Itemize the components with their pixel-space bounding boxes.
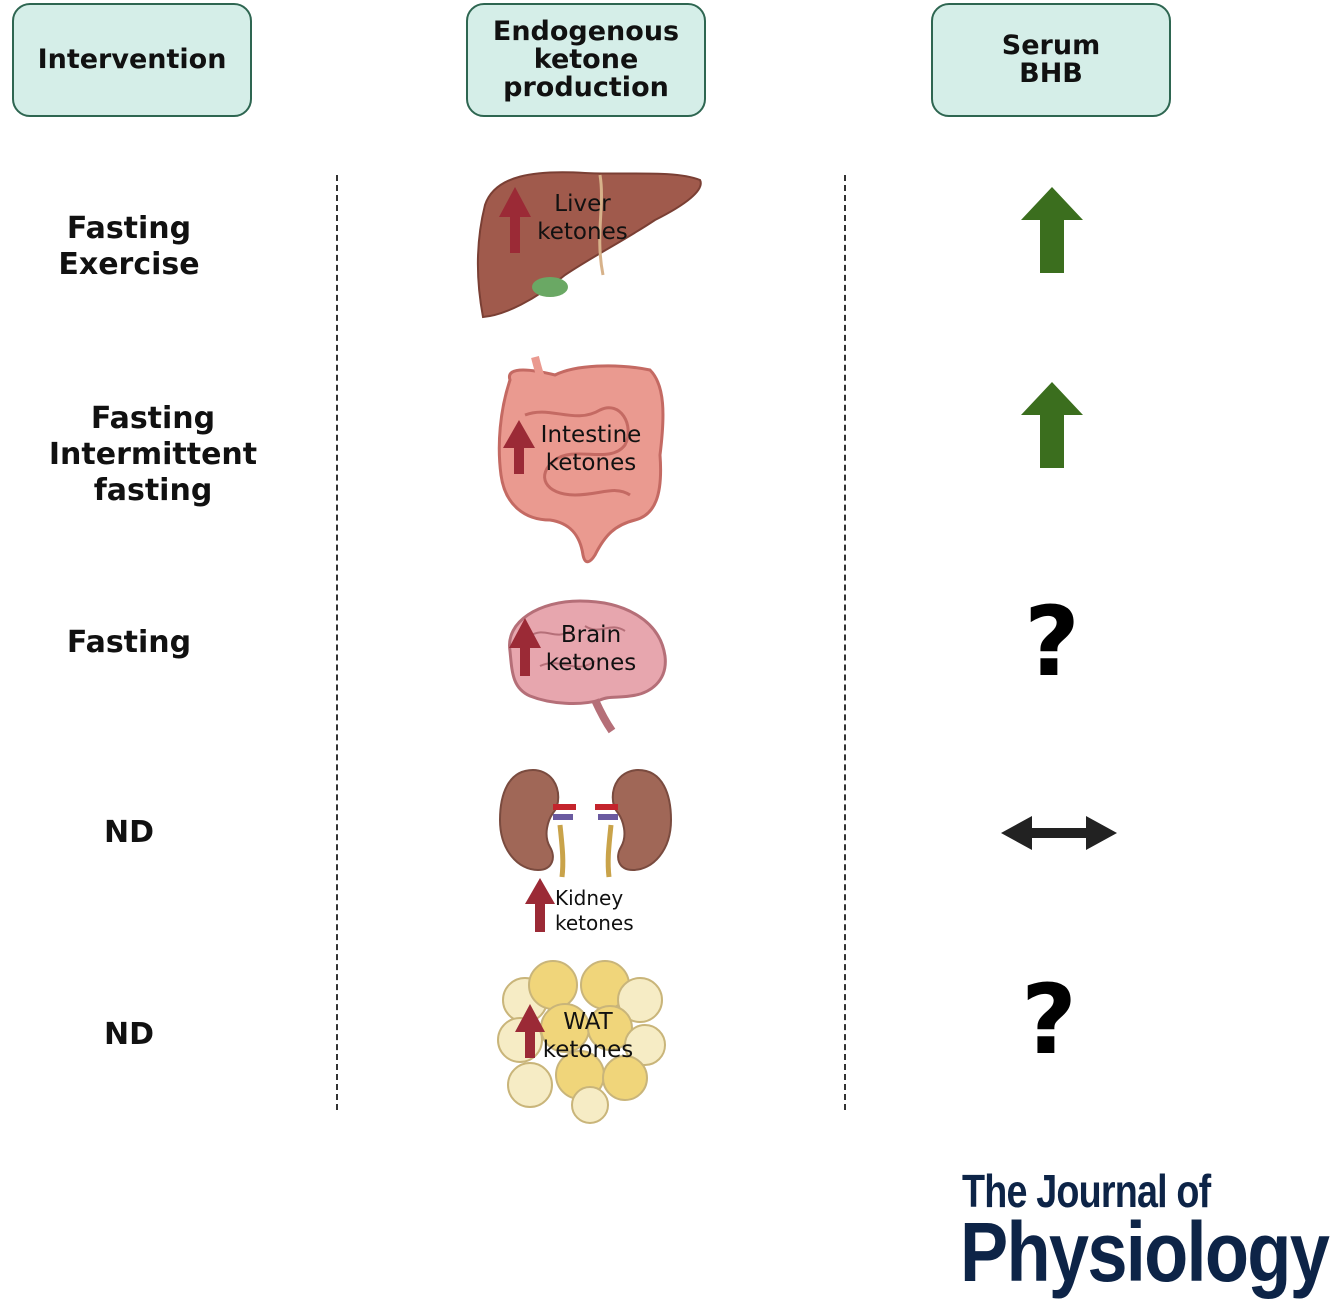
intervention-row-1: Fasting Exercise [58, 211, 200, 282]
header-intervention: Intervention [12, 3, 252, 117]
wat-up-arrow-icon [515, 1004, 545, 1058]
intestine-up-arrow-icon [503, 420, 535, 474]
header-endogenous-label: Endogenous ketone production [492, 16, 680, 103]
divider-right [844, 175, 846, 1110]
wat-ketones-label: WAT ketones [542, 1009, 634, 1063]
kidney-ketones-label: Kidney ketones [555, 886, 634, 935]
header-endogenous-ketone-production: Endogenous ketone production [466, 3, 706, 117]
intervention-row-4: ND [103, 815, 154, 850]
brain-ketones-label: Brain ketones [545, 622, 637, 676]
journal-logo-line2: Physiology [960, 1205, 1330, 1299]
intervention-row-5: ND [103, 1017, 154, 1052]
brain-up-arrow-icon [509, 618, 541, 676]
wat-adipose-icon [495, 960, 670, 1129]
intervention-row-2: Fasting Intermittent fasting [48, 401, 258, 508]
intervention-row-3: Fasting [66, 625, 192, 660]
bhb-unknown-row-3: ? [1024, 586, 1080, 698]
header-intervention-label: Intervention [37, 44, 227, 75]
liver-ketones-label: Liver ketones [537, 191, 628, 245]
bhb-unknown-row-5: ? [1021, 964, 1077, 1076]
brain-icon [500, 596, 670, 740]
divider-left [336, 175, 338, 1110]
header-serum-label: Serum BHB [1001, 30, 1101, 89]
liver-up-arrow-icon [499, 187, 531, 253]
bhb-increase-arrow-icon-row-1 [1021, 187, 1083, 273]
liver-icon [475, 165, 710, 329]
kidney-icon [498, 765, 673, 884]
journal-logo-line1: The Journal of [962, 1165, 1211, 1217]
bhb-increase-arrow-icon-row-2 [1021, 382, 1083, 468]
header-serum-bhb: Serum BHB [931, 3, 1171, 117]
intestine-icon [495, 355, 670, 569]
kidney-up-arrow-icon [525, 878, 555, 932]
intestine-ketones-label: Intestine ketones [540, 422, 642, 476]
bhb-no-change-double-arrow-icon [1001, 816, 1117, 850]
